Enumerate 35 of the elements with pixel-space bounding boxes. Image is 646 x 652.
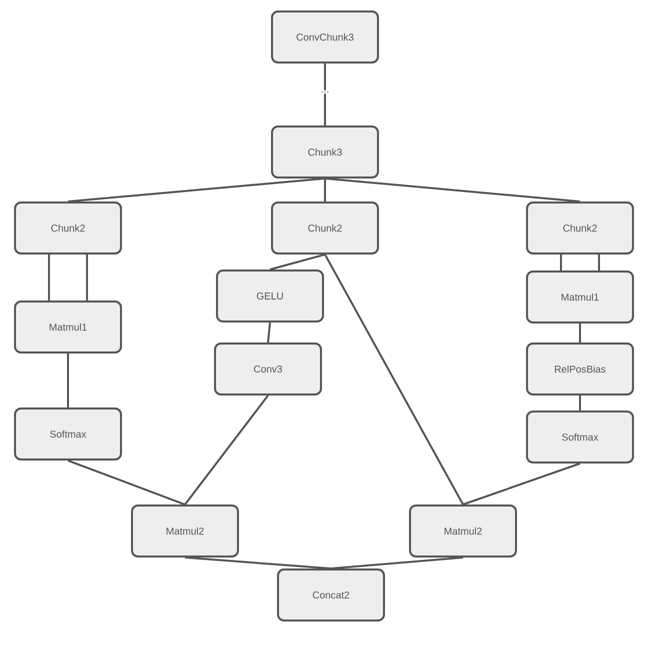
connector-line [324,178,326,202]
connector-line [324,94,326,126]
connector-line [462,462,580,506]
process-box: Chunk2 [526,202,634,254]
connector-line [267,322,271,343]
connector-line [560,254,562,270]
connector-line [68,460,186,506]
process-box: Softmax [14,408,122,460]
connector-line [324,64,326,90]
process-box: ConvChunk3 [271,10,379,64]
process-box: Matmul1 [14,300,122,354]
process-box: Chunk2 [14,202,122,254]
process-box: RelPosBias [526,342,634,396]
connector-line [48,254,50,300]
process-box: Concat2 [277,568,385,622]
connector-line [324,178,580,202]
process-box: Matmul2 [131,504,239,558]
ellipsis-text: ... [322,91,328,93]
process-box: GELU [216,270,324,322]
connector-line [67,354,69,408]
connector-line [184,394,269,506]
connector-line [324,254,464,505]
process-box: Matmul1 [526,270,634,324]
connector-line [184,556,332,570]
process-box: Chunk2 [271,202,379,254]
process-box: Softmax [526,410,634,464]
connector-line [330,556,464,570]
connector-line [68,178,326,202]
connector-line [579,396,581,410]
connector-line [86,254,88,300]
process-box: Matmul2 [409,504,517,558]
connector-line [598,254,600,270]
connector-line [579,324,581,342]
process-box: Conv3 [214,342,322,396]
process-box: Chunk3 [271,126,379,178]
